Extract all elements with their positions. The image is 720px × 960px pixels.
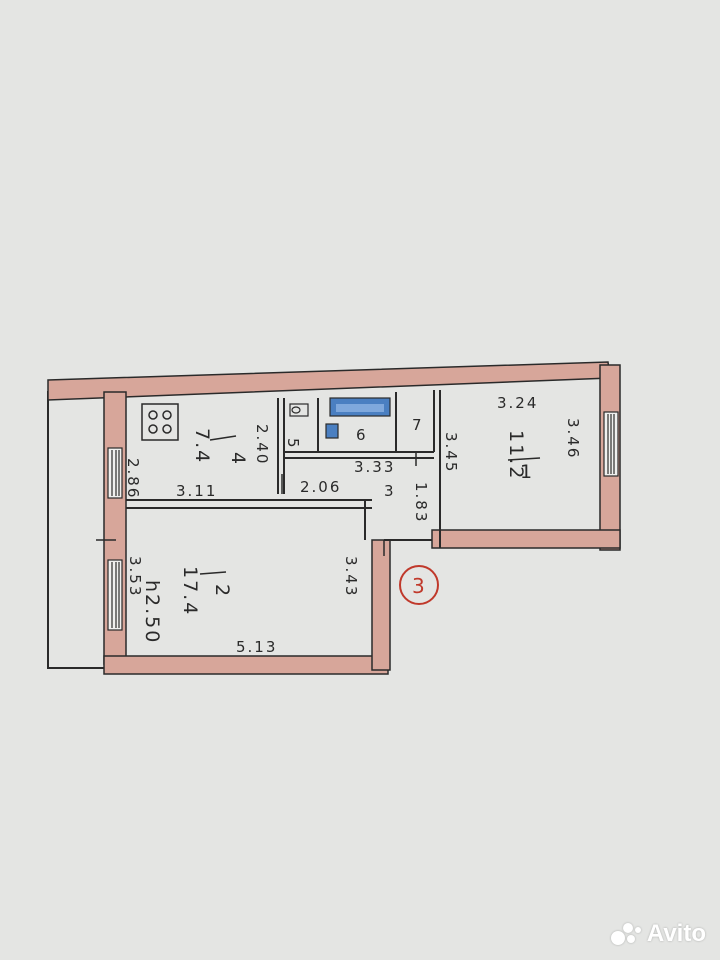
bathtub-icon — [329, 397, 391, 417]
dim-hall-side: 1.83 — [412, 482, 430, 523]
avito-watermark-text: Avito — [646, 920, 706, 947]
room2-area: 17.4 — [179, 566, 201, 616]
room4-number: 4 — [227, 452, 249, 466]
dim-hall-bottom: 2.06 — [300, 478, 341, 496]
toilet-icon — [289, 403, 339, 439]
room5-number: 5 — [284, 438, 302, 450]
avito-watermark: Avito — [610, 920, 706, 948]
apartment-stamp-number: 3 — [412, 574, 425, 598]
avito-logo-icon — [610, 923, 641, 945]
room1-area: 11.2 — [505, 430, 527, 480]
dim-hall-top: 3.33 — [354, 458, 395, 476]
balcony — [47, 391, 109, 669]
dim-room1-side: 3.46 — [564, 418, 582, 459]
dim-bath-side: 3.45 — [442, 432, 460, 473]
dimension-ticks — [96, 452, 417, 556]
dim-room4-height: 2.40 — [253, 424, 271, 465]
dim-room2-right: 3.43 — [342, 556, 360, 597]
dim-room4-bottom: 3.11 — [176, 482, 217, 500]
interior-walls — [126, 390, 441, 548]
room3-number: 3 — [384, 482, 396, 500]
room-number-bars — [199, 435, 541, 575]
room4-area: 7.4 — [191, 428, 213, 464]
room7-number: 7 — [412, 416, 424, 434]
dim-room2-left: 3.53 — [126, 556, 144, 597]
windows — [107, 411, 619, 631]
dim-room2-bottom: 5.13 — [236, 638, 277, 656]
apartment-stamp — [399, 565, 439, 605]
room1-number: 1 — [520, 461, 534, 483]
room6-number: 6 — [356, 426, 368, 444]
stove-icon — [141, 403, 179, 441]
room2-number: 2 — [211, 584, 233, 598]
room2-height: h2.50 — [141, 580, 163, 644]
dim-room1-top: 3.24 — [497, 394, 538, 412]
dim-room4-left: 2.86 — [124, 458, 142, 499]
